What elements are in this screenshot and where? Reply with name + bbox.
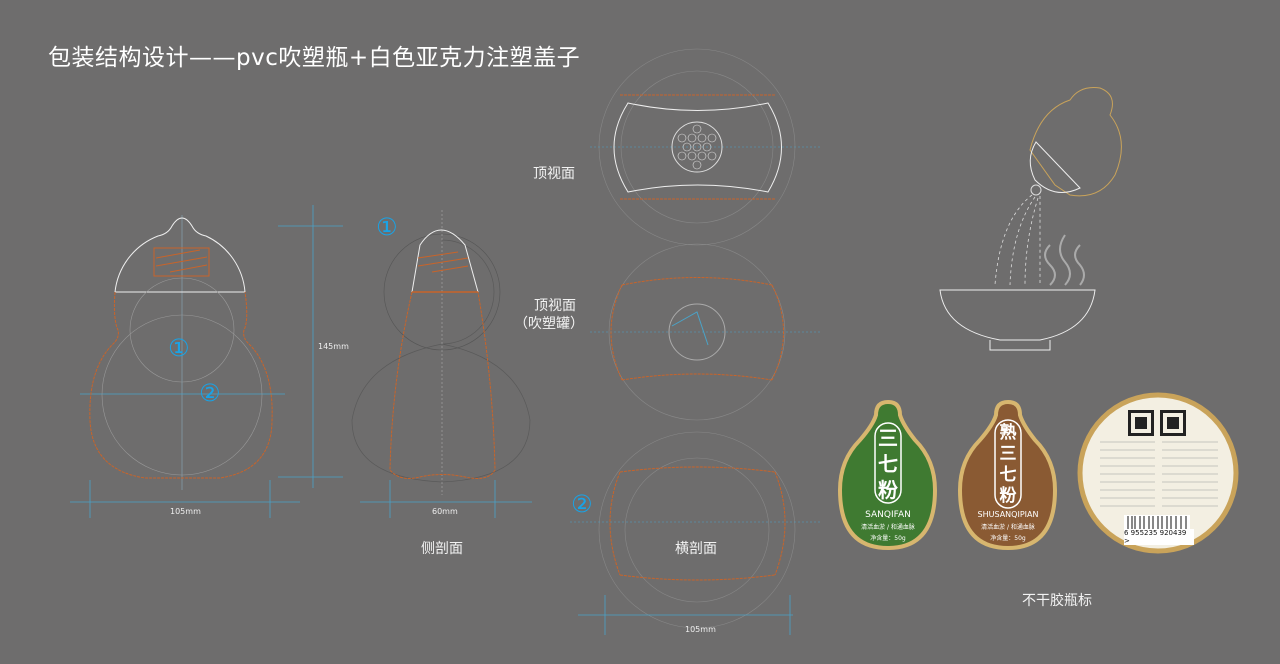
cross-section <box>570 431 820 635</box>
side-section-label: 侧剖面 <box>421 541 463 557</box>
brown-label-chars: 熟 三 七 粉 <box>996 423 1020 507</box>
side-width-dimension: 60mm <box>432 507 458 516</box>
top-view-blow-label: 顶视面 <box>534 298 576 314</box>
brown-label-tagline: 清活血淤 / 和通血脉 <box>981 524 1035 531</box>
brown-label <box>957 399 1058 551</box>
back-label-barcode-number: 6 955235 920439 > <box>1124 529 1194 545</box>
marker-2-front: ② <box>199 379 221 407</box>
green-label-tagline: 清活血淤 / 和通血脉 <box>861 524 915 531</box>
top-view-1 <box>590 48 820 246</box>
brown-label-pinyin: SHUSANQIPIAN <box>977 510 1039 519</box>
label-char: 七 <box>878 452 898 476</box>
labels-caption: 不干胶瓶标 <box>1022 593 1092 609</box>
brown-label-net: 净含量：50g <box>990 535 1026 542</box>
green-label-net: 净含量：50g <box>870 535 906 542</box>
top-view-blow-sublabel: （吹塑罐） <box>514 316 584 332</box>
green-label <box>837 399 938 551</box>
cross-width-dimension: 105mm <box>685 625 716 634</box>
label-char: 粉 <box>878 478 898 502</box>
label-char: 七 <box>999 465 1017 485</box>
cross-section-label: 横剖面 <box>675 541 717 557</box>
front-view <box>70 215 300 518</box>
green-label-chars: 三 七 粉 <box>876 425 900 503</box>
back-label <box>1077 392 1239 554</box>
top-view-2 <box>590 243 820 421</box>
marker-2-cross: ② <box>571 490 593 518</box>
label-char: 三 <box>999 444 1017 464</box>
page-title: 包装结构设计——pvc吹塑瓶+白色亚克力注塑盖子 <box>48 45 581 71</box>
label-char: 三 <box>878 426 898 450</box>
green-label-pinyin: SANQIFAN <box>865 510 911 520</box>
height-dimension <box>278 205 343 488</box>
marker-1-side: ① <box>376 213 398 241</box>
marker-1-front: ① <box>168 334 190 362</box>
top-view-label: 顶视面 <box>533 166 575 182</box>
side-view <box>351 210 532 518</box>
label-char: 熟 <box>999 423 1017 443</box>
pouring-illustration <box>939 87 1122 351</box>
front-width-dimension: 105mm <box>170 507 201 516</box>
label-char: 粉 <box>999 486 1017 506</box>
height-dimension-label: 145mm <box>318 342 349 351</box>
